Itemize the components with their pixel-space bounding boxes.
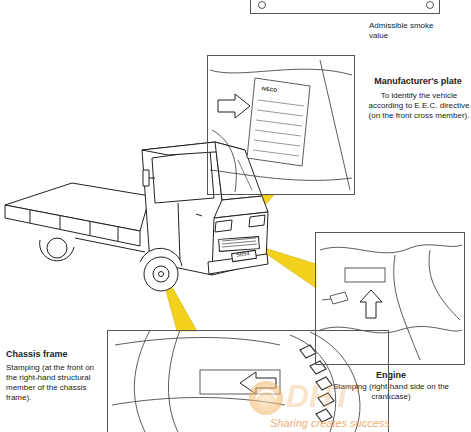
truck-drawing (152, 150, 214, 203)
callout-description: To identify the vehicle according to E.E… (366, 91, 471, 121)
truck-drawing (30, 210, 31, 223)
watermark-logo (249, 381, 283, 415)
engine-detail-art (320, 245, 462, 360)
truck-drawing (178, 203, 180, 260)
truck-drawing (90, 221, 91, 235)
watermark: Sharing creates success (270, 418, 390, 429)
truck-drawing (149, 178, 155, 179)
watermark-logo (256, 391, 276, 399)
truck-drawing (5, 142, 268, 291)
chassis-detail-art (168, 330, 180, 432)
callout-panel: Manufacturer's plateTo identify the vehi… (207, 55, 355, 195)
truck-drawing (196, 214, 202, 216)
engine-detail-art (345, 268, 385, 282)
truck-drawing (219, 237, 260, 252)
plate-screw (259, 2, 434, 9)
plate-detail-art (253, 100, 304, 156)
watermark-logo (249, 381, 283, 415)
truck-drawing (47, 238, 67, 258)
engine-detail-art (394, 255, 420, 360)
truck-drawing (153, 266, 169, 282)
truck-drawing (144, 257, 178, 291)
engine-detail-art (330, 292, 348, 304)
callout-description: Stamping (at the front on the right-hand… (6, 363, 102, 403)
plate-detail-art (210, 69, 352, 75)
plate-detail-art (253, 150, 299, 156)
plate-detail-art (247, 78, 310, 166)
vehicle-number: 5654 (236, 250, 250, 258)
truck-drawing (143, 170, 149, 186)
watermark: DHT (286, 380, 352, 412)
plate-detail-art (218, 94, 250, 118)
plate-detail-art (210, 170, 352, 180)
truck-drawing (75, 238, 145, 252)
callout-panel: Admissible smoke value (250, 0, 440, 14)
chassis-detail-art (112, 330, 360, 432)
truck-drawing (222, 238, 256, 241)
plate-detail-art (212, 130, 236, 192)
engine-detail-art (320, 245, 462, 253)
plate-caption: Admissible smoke value (369, 21, 443, 41)
plate-detail-art (256, 120, 302, 126)
truck-drawing (222, 238, 257, 247)
engine-detail-art (322, 299, 331, 300)
callout-heading: Manufacturer's plate (364, 76, 471, 87)
truck-drawing (5, 205, 140, 246)
chassis-detail-art (115, 337, 280, 345)
plate-detail-art (255, 130, 301, 136)
chassis-detail-art (310, 361, 326, 374)
truck-drawing (159, 272, 164, 277)
plate-brand: IVECO (261, 86, 277, 93)
plate-detail-art (258, 100, 304, 106)
truck-drawing (60, 216, 61, 229)
engine-detail-art (360, 290, 382, 318)
engine-detail-art (429, 250, 460, 320)
truck-drawing (222, 244, 257, 247)
plate-detail-art (210, 60, 352, 192)
plate-detail-art (257, 110, 303, 116)
plate-detail-art (254, 140, 300, 146)
callout-panel: EngineStamping (right-hand side on the c… (315, 232, 465, 365)
truck-drawing (118, 227, 119, 241)
truck-drawing (222, 241, 256, 244)
plate-screw (427, 2, 434, 9)
plate-detail-art (320, 60, 350, 190)
chassis-detail-art (300, 345, 316, 358)
truck-drawing (249, 215, 265, 227)
truck-drawing (232, 250, 257, 261)
callout-heading: Chassis frame (6, 349, 102, 360)
truck-drawing (215, 220, 232, 232)
chassis-detail-art (134, 330, 150, 432)
plate-screw (259, 2, 266, 9)
